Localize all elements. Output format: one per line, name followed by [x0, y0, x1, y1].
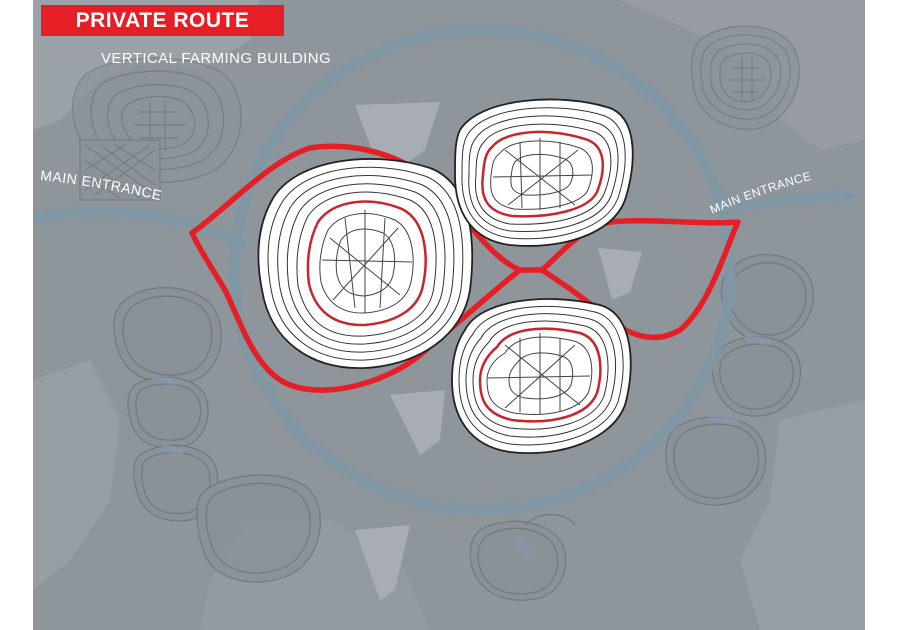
faded-buildings-left — [113, 287, 321, 583]
route-title-badge: PRIVATE ROUTE — [41, 5, 284, 36]
entrance-channel — [33, 190, 856, 251]
building-top-right — [454, 98, 634, 247]
building-bottom-right — [451, 298, 632, 454]
faded-building-top-left — [72, 57, 242, 201]
terrain-patch — [33, 360, 120, 590]
terrain-patch — [620, 0, 865, 150]
faded-building-top-right — [690, 25, 800, 130]
faint-connector — [151, 334, 772, 556]
plaza-triangle — [355, 525, 410, 600]
canal-ring — [228, 24, 736, 516]
terrain-patch — [740, 400, 865, 630]
entrance-arrow — [33, 188, 858, 226]
private-route — [189, 143, 741, 393]
building-left — [257, 158, 474, 369]
faded-buildings-right — [469, 254, 814, 601]
plaza-triangle — [598, 248, 642, 300]
plaza-triangle — [390, 390, 445, 455]
building-subtitle: VERTICAL FARMING BUILDING — [101, 50, 332, 67]
